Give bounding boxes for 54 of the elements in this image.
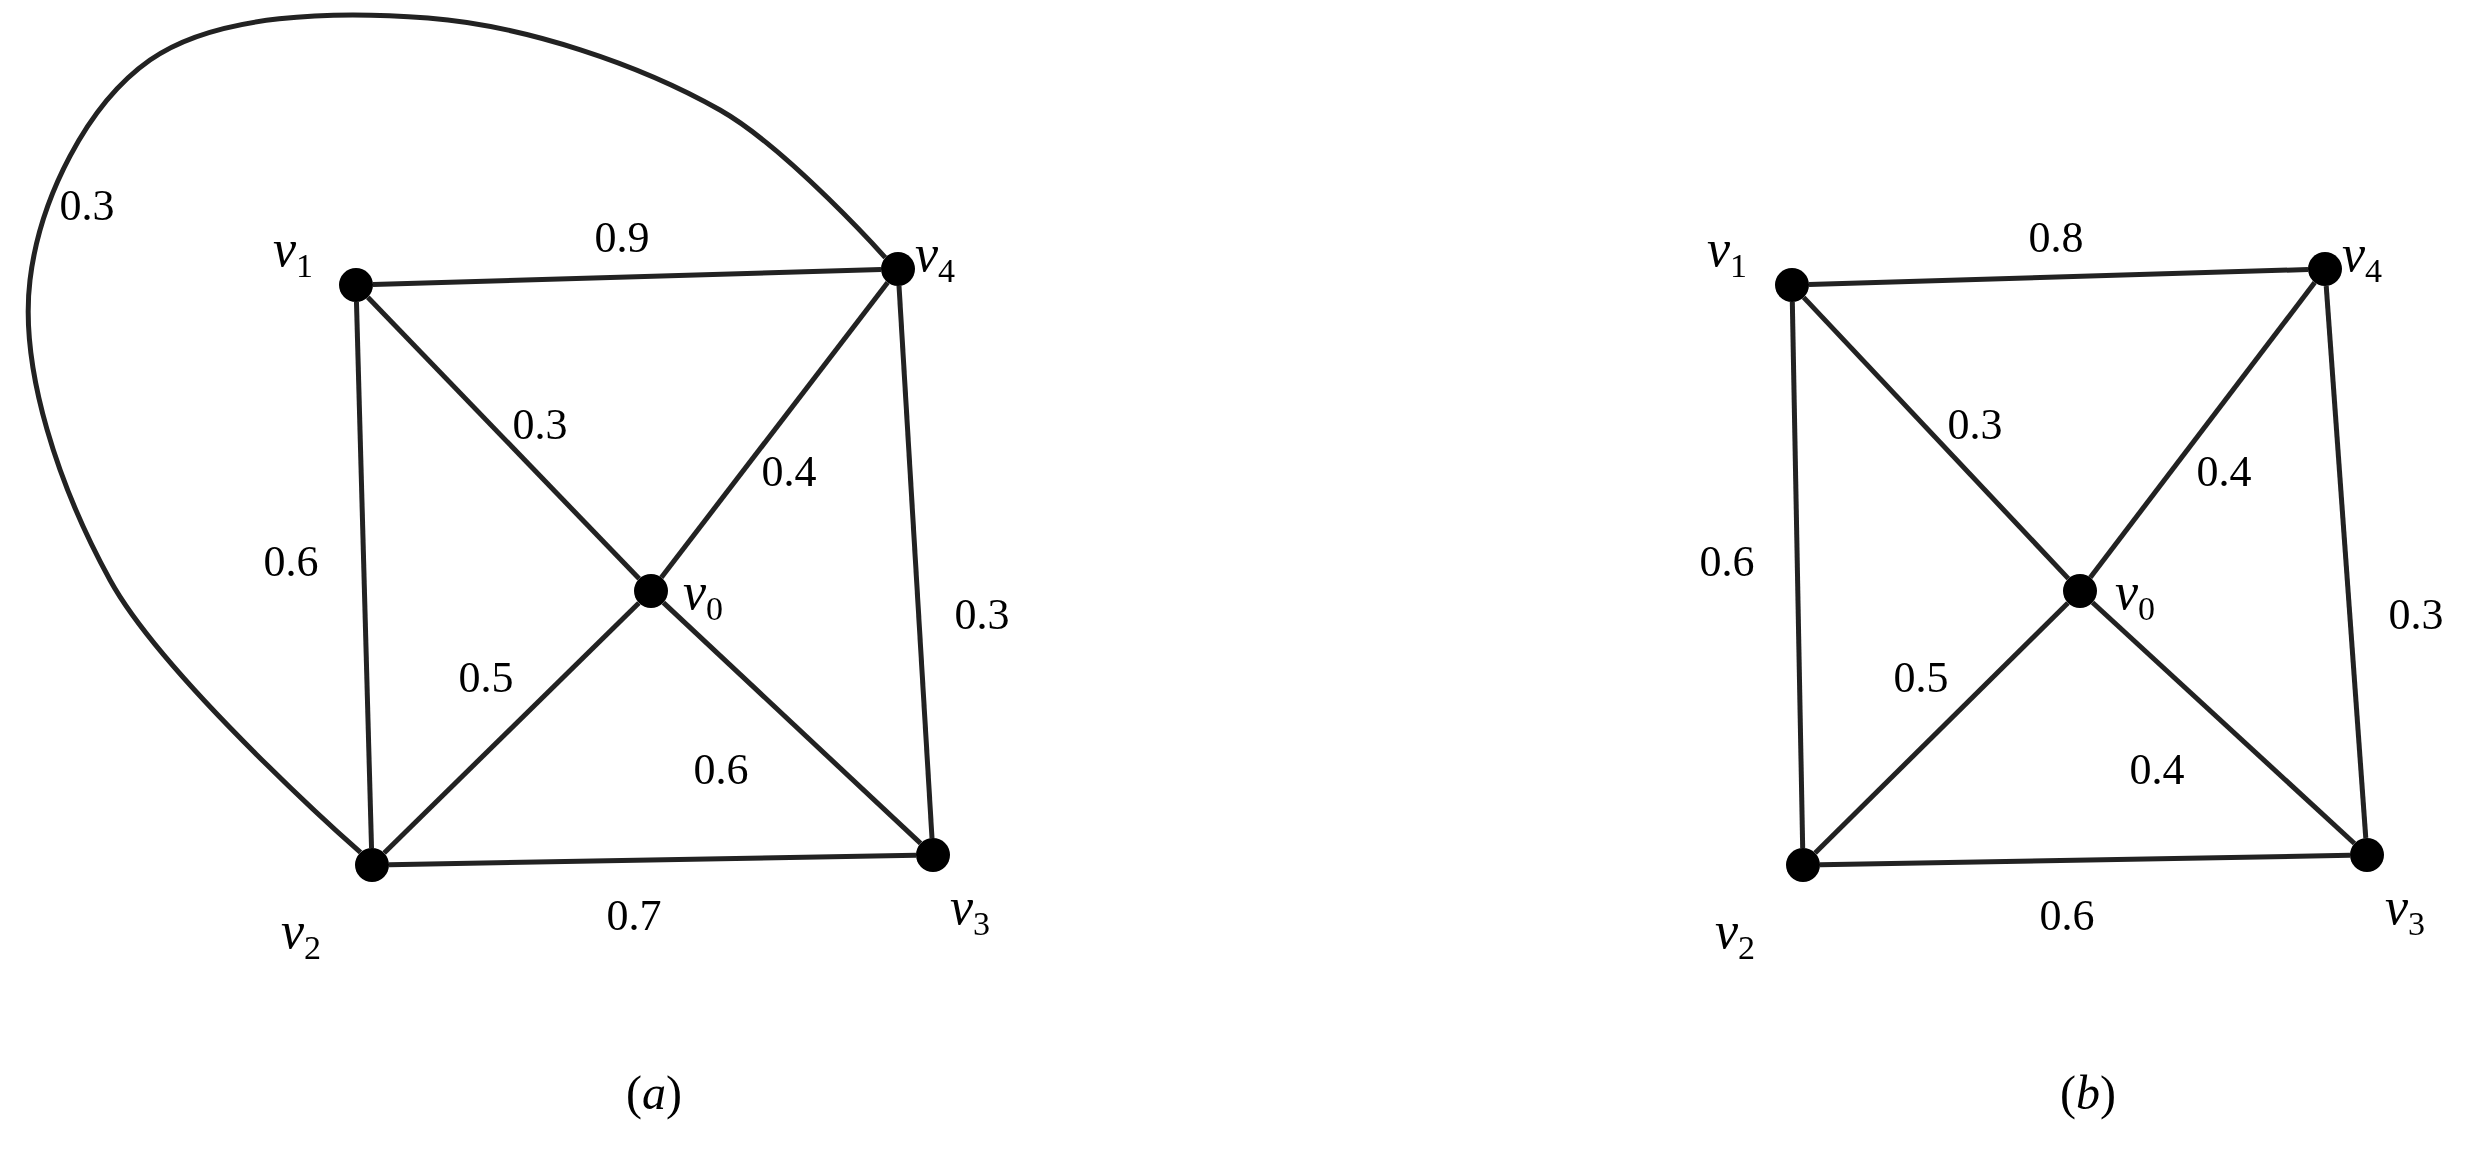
vertex-label: v$_{4}$	[914, 227, 956, 289]
edge-label: 0.7	[606, 894, 662, 938]
edge-label: 0.5	[1893, 656, 1949, 700]
vertex-dot	[634, 574, 668, 608]
edge-line	[659, 280, 890, 580]
edge-label: 0.3	[512, 403, 568, 447]
edge-label: 0.4	[761, 450, 817, 494]
edge-line	[896, 285, 935, 839]
vertex-label: v$_{0}$	[2114, 565, 2156, 627]
edge-line	[2088, 281, 2317, 579]
vertex-label: v$_{3}$	[949, 880, 991, 942]
edge-label: 0.4	[2196, 450, 2252, 494]
vertex-dot	[916, 838, 950, 872]
edge-label: 0.3	[2388, 593, 2444, 637]
vertex-label: v$_{2}$	[280, 904, 322, 966]
vertex-dot	[355, 848, 389, 882]
vertex-label: v$_{3}$	[2384, 880, 2426, 942]
edge-line	[1801, 295, 2071, 581]
vertex-label: v$_{1}$	[1706, 222, 1748, 284]
edge-label: 0.8	[2028, 216, 2084, 260]
edge-line	[661, 600, 923, 846]
edge-label: 0.3	[59, 184, 115, 228]
edge-label: 0.6	[693, 748, 749, 792]
vertex-label: v$_{4}$	[2341, 227, 2383, 289]
edge-line	[2323, 285, 2369, 839]
edge-label: 0.5	[458, 656, 514, 700]
edge-label: 0.6	[263, 540, 319, 584]
edge-label: 0.6	[1699, 540, 1755, 584]
edge-line	[1813, 601, 2070, 855]
vertex-label: v$_{1}$	[272, 222, 314, 284]
vertex-label: v$_{2}$	[1714, 904, 1756, 966]
edge-line	[1819, 852, 2351, 868]
edge-line	[388, 852, 917, 868]
vertex-label: v$_{0}$	[682, 565, 724, 627]
vertex-dot	[2350, 838, 2384, 872]
vertex-dot	[339, 268, 373, 302]
vertex-dot	[881, 252, 915, 286]
edge-line	[382, 601, 641, 855]
curved-edge	[26, 12, 888, 855]
vertex-dot	[2308, 252, 2342, 286]
edge-line	[366, 295, 641, 581]
edge-label: 0.3	[1947, 403, 2003, 447]
edge-line	[2090, 600, 2357, 846]
edge-line	[1789, 301, 1806, 849]
edge-label: 0.9	[594, 216, 650, 260]
edge-line	[372, 267, 882, 287]
edge-line	[353, 301, 375, 849]
edge-line	[1808, 267, 2309, 287]
vertex-dot	[2063, 574, 2097, 608]
vertex-dot	[1786, 848, 1820, 882]
edge-label: 0.6	[2039, 894, 2095, 938]
edge-label: 0.4	[2129, 748, 2185, 792]
vertex-dot	[1775, 268, 1809, 302]
edge-label: 0.3	[954, 593, 1010, 637]
